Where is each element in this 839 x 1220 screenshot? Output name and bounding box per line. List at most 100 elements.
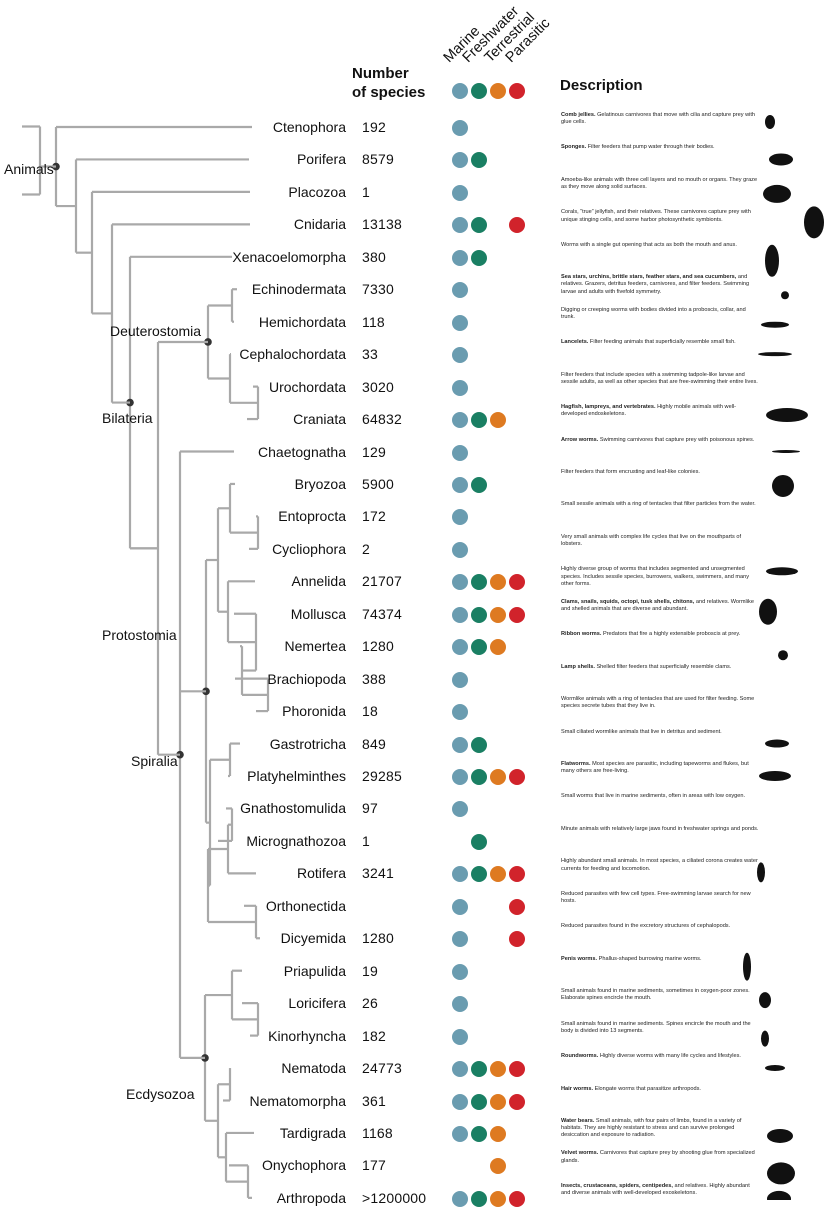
taxon-description: Highly abundant small animals. In most s… bbox=[561, 858, 759, 872]
clade-label-protostomia: Protostomia bbox=[102, 627, 177, 643]
species-count: 64832 bbox=[362, 411, 402, 428]
habitat-dot-freshwater bbox=[471, 769, 487, 785]
description-text: Filter feeders that include species with… bbox=[561, 371, 758, 385]
description-highlight: Hagfish, lampreys, and vertebrates. bbox=[561, 404, 656, 411]
habitat-dot-marine bbox=[452, 509, 468, 526]
arrow-worm-icon bbox=[772, 450, 800, 453]
habitat-dot-marine bbox=[452, 769, 468, 785]
taxon-name: Nemertea bbox=[284, 638, 346, 655]
species-count: 361 bbox=[362, 1092, 386, 1109]
description-highlight: Hair worms. bbox=[561, 1085, 594, 1092]
taxon-name: Chaetognatha bbox=[258, 443, 346, 460]
kinorhynch-icon bbox=[761, 1030, 769, 1047]
taxon-row: Nematomorpha 361 Hair worms. Elongate worm… bbox=[0, 1086, 839, 1123]
taxon-description: Digging or creeping worms with bodies di… bbox=[561, 307, 759, 321]
species-count: 19 bbox=[362, 962, 378, 979]
habitat-dot-marine bbox=[452, 1028, 468, 1045]
habitat-dot-parasitic bbox=[509, 931, 525, 948]
whale-icon bbox=[766, 408, 808, 423]
habitat-dot-freshwater bbox=[471, 249, 487, 266]
flatworm-icon bbox=[759, 771, 791, 781]
taxon-description: Ribbon worms. Predators that fire a high… bbox=[561, 631, 759, 638]
taxon-name: Onychophora bbox=[261, 1157, 346, 1174]
species-count: 1280 bbox=[362, 930, 394, 947]
bristle-worm-icon bbox=[766, 567, 798, 576]
habitat-dot-marine bbox=[452, 217, 468, 234]
roundworm-icon bbox=[765, 1065, 785, 1072]
description-text: Predators that fire a highly extensible … bbox=[601, 631, 741, 638]
description-text: Small worms that live in marine sediment… bbox=[561, 793, 746, 800]
taxon-name: Nematomorpha bbox=[249, 1092, 347, 1109]
description-highlight: Arrow worms. bbox=[561, 436, 599, 443]
taxon-description: Flatworms. Most species are parasitic, i… bbox=[561, 761, 759, 775]
taxon-description: Corals, “true” jellyfish, and their rela… bbox=[561, 209, 759, 223]
species-count: 2 bbox=[362, 540, 370, 557]
habitat-dot-freshwater bbox=[471, 152, 487, 169]
taxon-description: Small animals found in marine sediments.… bbox=[561, 1021, 759, 1035]
habitat-dot-marine bbox=[452, 1190, 468, 1207]
habitat-dot-marine bbox=[452, 379, 468, 396]
taxon-name: Gastrotricha bbox=[269, 735, 346, 752]
taxon-description: Arrow worms. Swimming carnivores that ca… bbox=[561, 437, 759, 444]
habitat-dot-marine bbox=[452, 671, 468, 688]
number-header-line2: of species bbox=[352, 84, 426, 101]
description-highlight: Sponges. bbox=[561, 144, 587, 151]
species-count: 13138 bbox=[362, 216, 402, 233]
description-text: Highly diverse worms with many life cycl… bbox=[598, 1053, 741, 1060]
habitat-dot-freshwater bbox=[471, 476, 487, 493]
habitat-dot-freshwater bbox=[471, 639, 487, 656]
habitat-dot-terrestrial bbox=[490, 769, 506, 785]
description-text: and relatives. Grazers, detritus feeders… bbox=[561, 274, 750, 295]
habitat-dot-parasitic bbox=[509, 769, 525, 785]
habitat-dot-freshwater bbox=[471, 736, 487, 753]
habitat-dot-freshwater bbox=[471, 1190, 487, 1207]
acoel-worm-icon bbox=[765, 244, 779, 277]
description-text: Filter feeders that form encrusting and … bbox=[561, 468, 700, 475]
taxon-description: Penis worms. Phallus-shaped burrowing ma… bbox=[561, 956, 759, 963]
habitat-dot-marine bbox=[452, 898, 468, 915]
gastrotrich-icon bbox=[765, 739, 789, 748]
habitat-dot-freshwater bbox=[471, 1093, 487, 1110]
priapulid-icon bbox=[743, 952, 751, 981]
habitat-dot-marine bbox=[452, 314, 468, 331]
taxon-name: Entoprocta bbox=[278, 508, 346, 525]
taxon-description: Amoeba-like animals with three cell laye… bbox=[561, 177, 759, 191]
description-highlight: Velvet worms. bbox=[561, 1150, 599, 1157]
habitat-dot-terrestrial bbox=[490, 866, 506, 883]
habitat-dot-marine bbox=[452, 476, 468, 493]
description-text: Most species are parasitic, including ta… bbox=[561, 761, 749, 775]
description-text: Small animals found in marine sediments.… bbox=[561, 1020, 751, 1034]
habitat-dot-terrestrial bbox=[490, 1061, 506, 1078]
taxon-name: Arthropoda bbox=[276, 1189, 346, 1206]
species-count: 177 bbox=[362, 1157, 386, 1174]
taxon-name: Dicyemida bbox=[280, 930, 346, 947]
habitat-dot-marine bbox=[452, 704, 468, 721]
description-text: Highly diverse group of worms that inclu… bbox=[561, 566, 750, 587]
taxon-description: Hagfish, lampreys, and vertebrates. High… bbox=[561, 404, 759, 418]
habitat-dot-parasitic bbox=[509, 217, 525, 234]
habitat-dot-terrestrial bbox=[490, 1158, 506, 1175]
habitat-dot-terrestrial bbox=[490, 1190, 506, 1207]
brittle-star-icon bbox=[781, 291, 789, 300]
habitat-dot-marine bbox=[452, 152, 468, 169]
description-text: Gelatinous carnivores that move with cil… bbox=[561, 112, 756, 126]
species-count: 97 bbox=[362, 800, 378, 817]
taxon-name: Placozoa bbox=[288, 183, 346, 200]
lancelet-icon bbox=[758, 352, 792, 357]
taxon-description: Hair worms. Elongate worms that parasiti… bbox=[561, 1086, 759, 1093]
habitat-dot-marine bbox=[452, 541, 468, 558]
taxon-description: Reduced parasites found in the excretory… bbox=[561, 923, 759, 930]
taxon-name: Orthonectida bbox=[265, 897, 346, 914]
habitat-key-dot-freshwater bbox=[471, 83, 487, 99]
species-count: 26 bbox=[362, 995, 378, 1012]
species-count: 129 bbox=[362, 443, 386, 460]
sponge-icon bbox=[769, 153, 793, 166]
habitat-dot-terrestrial bbox=[490, 412, 506, 429]
